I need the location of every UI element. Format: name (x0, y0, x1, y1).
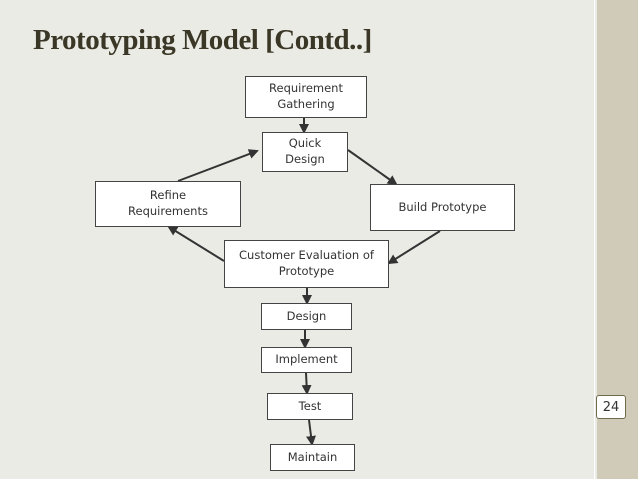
node-maintain: Maintain (270, 444, 355, 471)
node-requirement-gathering: Requirement Gathering (245, 76, 367, 118)
node-design: Design (261, 303, 352, 330)
page-number-badge: 24 (596, 395, 626, 419)
arrow-quick-design-to-build-prototype (347, 149, 398, 186)
slide-title: Prototyping Model [Contd..] (33, 24, 372, 56)
node-test: Test (267, 393, 353, 420)
arrow-customer-evaluation-to-refine (167, 225, 225, 262)
node-customer-evaluation: Customer Evaluation of Prototype (224, 240, 389, 288)
arrow-implement-to-test (301, 372, 312, 395)
arrow-refine-to-quick-design (177, 149, 259, 182)
arrow-test-to-maintain (306, 419, 316, 446)
slide-divider-line (594, 0, 595, 479)
node-build-prototype: Build Prototype (370, 184, 515, 231)
arrow-build-prototype-to-customer-evaluation (387, 230, 441, 265)
node-implement: Implement (261, 347, 352, 373)
node-quick-design: Quick Design (262, 132, 348, 172)
node-refine-requirements: Refine Requirements (95, 181, 241, 227)
